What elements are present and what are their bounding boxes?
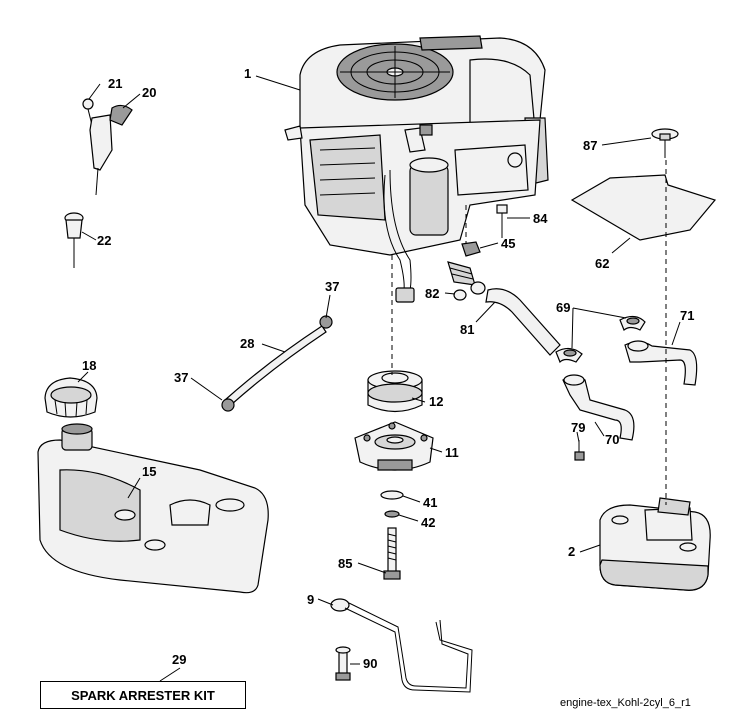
callout-18: 18 — [82, 358, 96, 373]
muffler — [599, 497, 711, 591]
engine-assembly — [284, 35, 549, 303]
callout-2: 2 — [568, 544, 575, 559]
heat-shield-parts — [570, 128, 717, 241]
spark-arrester-kit-box: SPARK ARRESTER KIT — [40, 681, 246, 709]
callout-84: 84 — [533, 211, 548, 226]
fuel-line-assembly — [221, 315, 333, 412]
reference-code: engine-tex_Kohl-2cyl_6_r1 — [560, 697, 691, 709]
callout-labels: 1 21 20 22 37 28 37 18 15 12 11 41 42 85… — [82, 66, 694, 671]
callout-9: 9 — [307, 592, 314, 607]
linkage-rod-parts — [330, 598, 473, 693]
fuel-tank-assembly — [37, 377, 269, 594]
exhaust-pipe-parts — [555, 315, 698, 461]
callout-42: 42 — [421, 515, 435, 530]
callout-12: 12 — [429, 394, 443, 409]
callout-62: 62 — [595, 256, 609, 271]
spark-arrester-kit-label: SPARK ARRESTER KIT — [71, 687, 215, 703]
callout-29: 29 — [172, 652, 186, 667]
callout-37b: 37 — [174, 370, 188, 385]
callout-1: 1 — [244, 66, 251, 81]
pto-clutch-assembly — [354, 370, 434, 580]
alignment-lines — [391, 160, 667, 505]
callout-11: 11 — [445, 445, 459, 460]
callout-87: 87 — [583, 138, 597, 153]
callout-21: 21 — [108, 76, 122, 91]
callout-79: 79 — [571, 420, 585, 435]
callout-22: 22 — [97, 233, 111, 248]
callout-81: 81 — [460, 322, 474, 337]
callout-28: 28 — [240, 336, 254, 351]
callout-20: 20 — [142, 85, 156, 100]
callout-70: 70 — [605, 432, 619, 447]
callout-71: 71 — [680, 308, 694, 323]
callout-15: 15 — [142, 464, 156, 479]
oil-drain-parts — [447, 261, 561, 356]
callout-90: 90 — [363, 656, 377, 671]
bolt-84-nut-45 — [461, 204, 508, 257]
callout-41: 41 — [423, 495, 437, 510]
leader-lines — [77, 75, 681, 682]
callout-45: 45 — [501, 236, 515, 251]
callout-85: 85 — [338, 556, 352, 571]
throttle-control-parts — [64, 98, 133, 268]
callout-69: 69 — [556, 300, 570, 315]
callout-82: 82 — [425, 286, 439, 301]
callout-37a: 37 — [325, 279, 339, 294]
